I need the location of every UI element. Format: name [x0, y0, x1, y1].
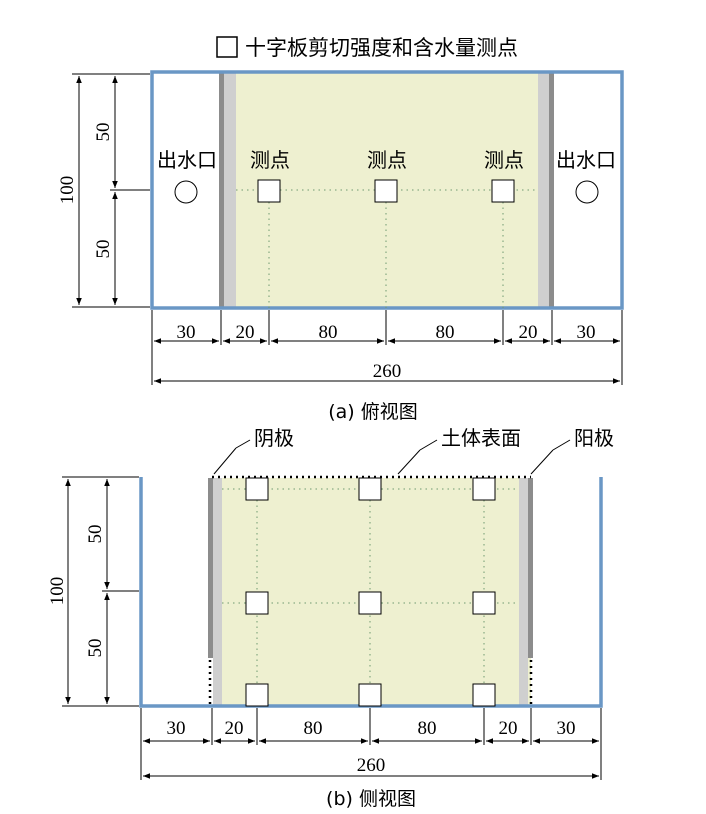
- outlet-left-label: 出水口: [157, 148, 217, 172]
- side-point-square: [472, 683, 496, 707]
- top-dim-w2: 20: [236, 322, 255, 343]
- side-point-square: [358, 591, 382, 615]
- side-anode-light: [519, 478, 528, 706]
- side-point-square: [245, 477, 269, 501]
- side-cathode-dark: [208, 478, 213, 658]
- soil-surface-leader: [397, 449, 421, 475]
- side-dim-height-total: 100: [47, 577, 68, 606]
- cathode-label: 阴极: [254, 426, 294, 450]
- top-dim-w3: 80: [319, 322, 338, 343]
- side-dim-w5: 20: [499, 718, 518, 739]
- side-dim-w4: 80: [418, 718, 437, 739]
- cathode-leader: [213, 447, 237, 475]
- side-point-square: [472, 477, 496, 501]
- outlet-right-label: 出水口: [556, 148, 616, 172]
- side-dim-w6: 30: [557, 718, 576, 739]
- anode-label: 阳极: [574, 426, 614, 450]
- top-dim-height-lower: 50: [93, 240, 114, 259]
- side-point-square: [472, 591, 496, 615]
- top-cathode-light: [224, 72, 236, 308]
- top-dim-w5: 20: [519, 322, 538, 343]
- cathode-leader-h: [235, 439, 251, 449]
- side-point-square: [358, 477, 382, 501]
- top-view-caption: (a) 俯视图: [328, 401, 418, 423]
- side-view: 阴极 土体表面 阳极 100 50 50 30 20: [47, 426, 614, 810]
- side-anode-dark: [528, 478, 533, 658]
- side-dim-height-upper: 50: [85, 525, 106, 544]
- top-point-square: [491, 179, 515, 203]
- side-dim-height-lower: 50: [85, 639, 106, 658]
- top-cathode-dark: [219, 72, 224, 308]
- legend-label: 十字板剪切强度和含水量测点: [245, 36, 518, 60]
- top-point-square: [374, 179, 398, 203]
- top-point-square: [257, 179, 281, 203]
- outlet-left-circle: [174, 180, 198, 204]
- top-anode-light: [538, 72, 549, 308]
- point-label-3: 测点: [484, 148, 524, 172]
- soil-surface-label: 土体表面: [441, 426, 521, 450]
- side-point-square: [358, 683, 382, 707]
- side-dim-w3: 80: [304, 718, 323, 739]
- top-view: 出水口 出水口 测点 测点 测点 100 50 50 30 20: [57, 70, 624, 423]
- side-dim-w2: 20: [225, 718, 244, 739]
- point-label-1: 测点: [250, 148, 290, 172]
- top-dim-total: 260: [373, 361, 402, 382]
- top-tank-outline: [150, 70, 624, 310]
- side-dim-total: 260: [357, 755, 386, 776]
- top-anode-dark: [549, 72, 554, 308]
- side-view-caption: (b) 侧视图: [326, 788, 416, 810]
- top-dim-w4: 80: [436, 322, 455, 343]
- anode-leader-h: [552, 439, 571, 451]
- side-point-square: [245, 591, 269, 615]
- anode-leader: [530, 449, 554, 475]
- point-label-2: 测点: [367, 148, 407, 172]
- top-dim-w6: 30: [577, 322, 596, 343]
- soil-surface-leader-h: [419, 439, 438, 451]
- side-dim-w1: 30: [167, 718, 186, 739]
- top-dim-height-upper: 50: [93, 123, 114, 142]
- side-point-square: [245, 683, 269, 707]
- top-dim-height-total: 100: [57, 176, 78, 205]
- outlet-right-circle: [575, 180, 599, 204]
- legend-square-icon: [216, 36, 238, 58]
- side-cathode-light: [213, 478, 222, 706]
- top-dim-w1: 30: [177, 322, 196, 343]
